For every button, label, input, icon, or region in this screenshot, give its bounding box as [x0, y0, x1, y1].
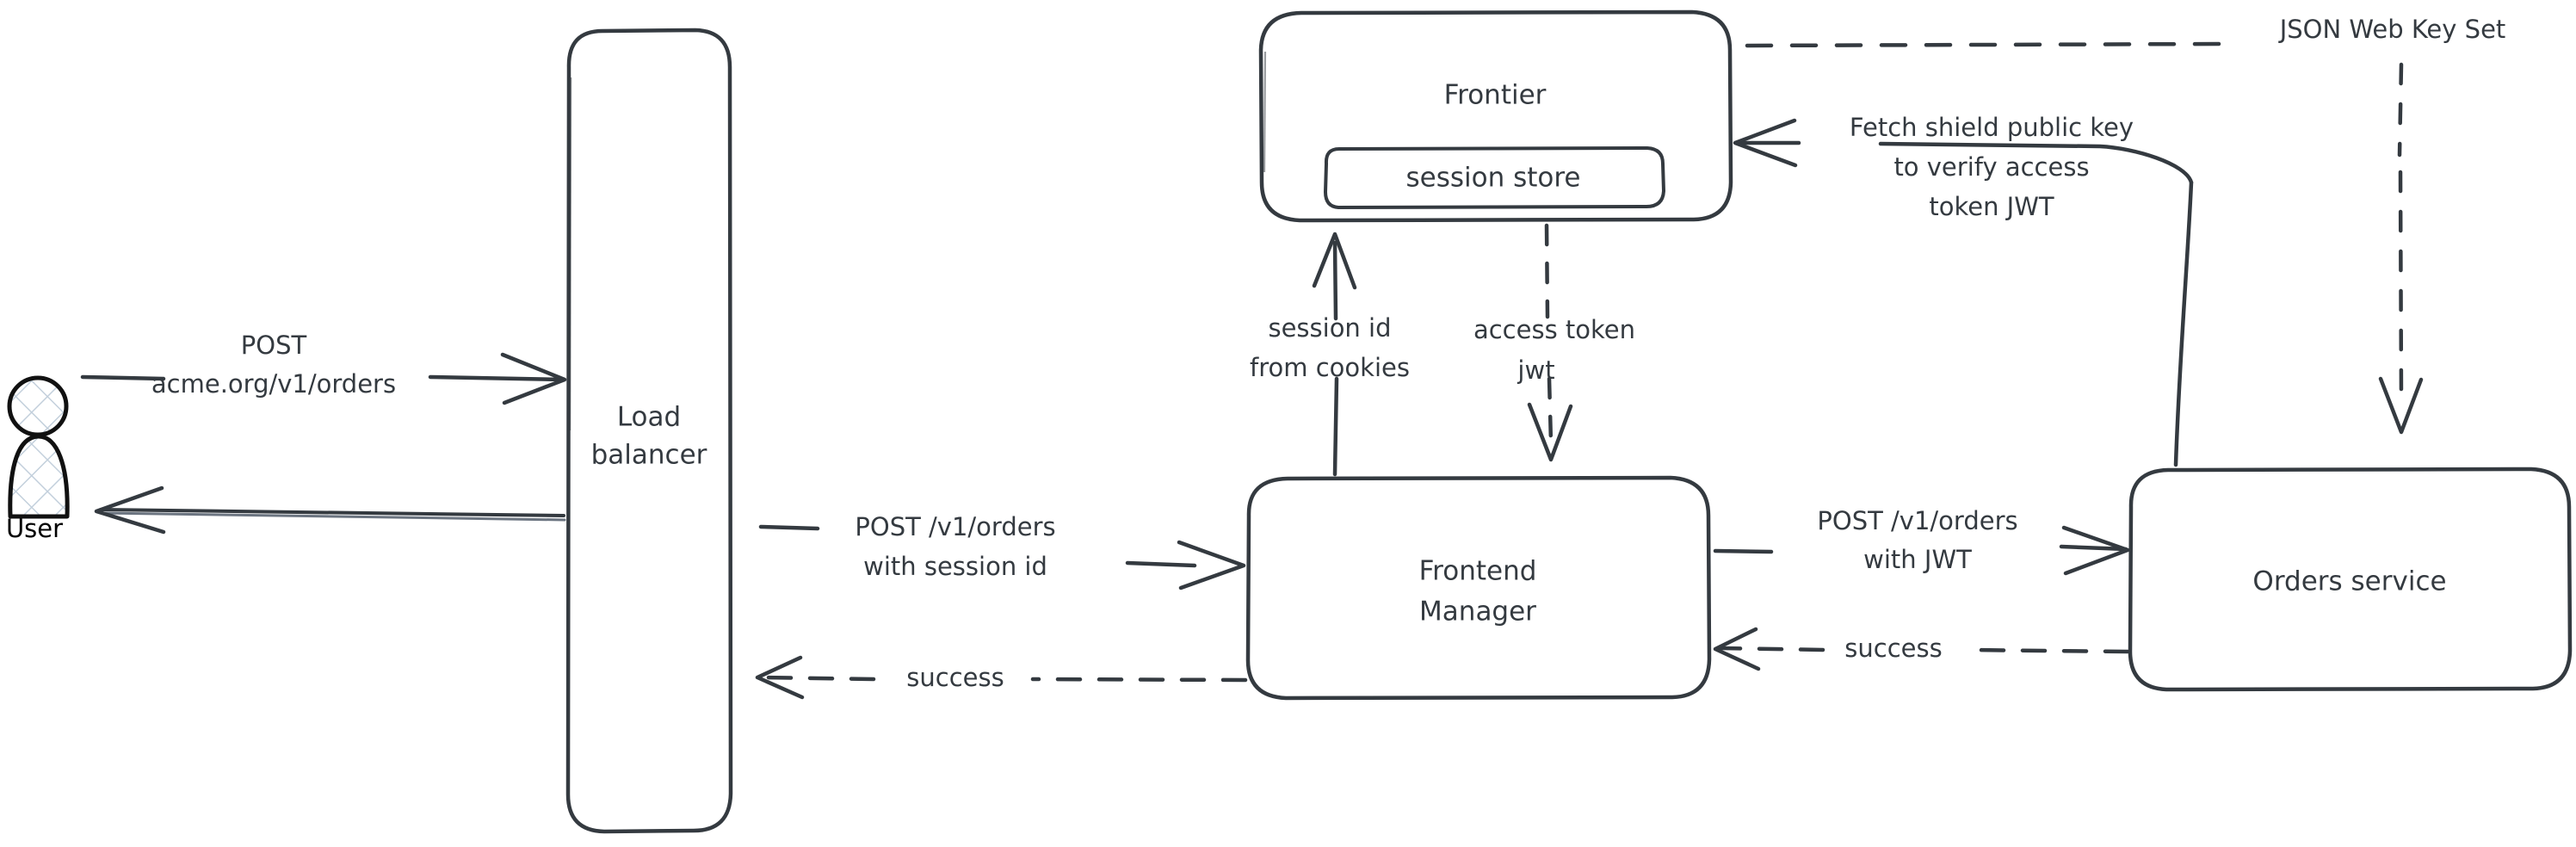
edge-label-fm-to-frontier-line2: from cookies	[1250, 353, 1410, 382]
edge-orders-service-to-frontier: Fetch shield public key to verify access…	[1733, 113, 2194, 467]
arrowhead-frontier-to-fm	[1527, 402, 1573, 462]
node-label-session-store: session store	[1405, 163, 1580, 194]
edge-label-fm-to-orders-line1: POST /v1/orders	[1817, 506, 2017, 535]
edge-frontend-manager-to-orders-service: POST /v1/orders with JWT	[1713, 506, 2130, 576]
edge-label-fetch-key-line3: token JWT	[1929, 192, 2054, 221]
edge-line-fm-to-orders-right	[2059, 544, 2128, 552]
orders-service-box	[2128, 467, 2573, 692]
load-balancer-sketch-stroke	[568, 77, 572, 431]
arrowhead-user-to-lb	[500, 352, 567, 405]
arrowhead-orders-to-fm	[1713, 627, 1761, 671]
edge-line-fm-to-lb-right	[1030, 677, 1248, 683]
edge-label-user-to-lb-line1: POST	[241, 331, 307, 360]
edge-line-jwks-vertical-lower	[2398, 170, 2404, 403]
node-label-load-balancer-line1: Load	[617, 402, 681, 433]
edge-line-fm-to-lb-left	[762, 675, 876, 682]
edge-line-fm-to-frontier-lower	[1332, 376, 1339, 477]
edge-label-fm-to-orders-line2: with JWT	[1863, 545, 1972, 574]
frontier-sketch-stroke	[1263, 51, 1267, 173]
arrowhead-fm-to-frontier	[1312, 232, 1357, 290]
edge-frontier-to-orders-service-jwks: JSON Web Key Set	[1745, 15, 2506, 435]
edge-line-fm-to-frontier-upper	[1332, 240, 1338, 321]
edge-line-frontier-to-fm-lower	[1547, 376, 1554, 445]
edge-load-balancer-to-user	[94, 485, 566, 535]
frontend-manager-box	[1245, 475, 1712, 701]
edge-label-frontier-to-fm-line2: jwt	[1517, 355, 1554, 385]
arrowhead-jwks	[2378, 376, 2424, 435]
edge-line-orders-to-fm-left	[1719, 646, 1825, 652]
node-label-frontend-manager-line1: Frontend	[1419, 556, 1537, 587]
edge-frontend-manager-to-frontier: session id from cookies	[1250, 232, 1410, 477]
edge-line-jwks-horizontal	[1745, 41, 2223, 48]
edge-line-lb-to-user-shadow	[102, 511, 566, 522]
node-label-orders-service: Orders service	[2252, 566, 2446, 597]
edge-label-orders-to-fm: success	[1844, 634, 1942, 663]
node-label-frontend-manager-line2: Manager	[1419, 597, 1536, 628]
edge-label-jwks: JSON Web Key Set	[2278, 15, 2506, 44]
node-label-load-balancer-line2: balancer	[591, 440, 707, 471]
edge-line-jwks-vertical-upper	[2397, 62, 2404, 158]
edge-frontend-manager-to-load-balancer: success	[755, 655, 1248, 700]
node-label-user: User	[6, 514, 63, 543]
edge-orders-service-to-frontend-manager: success	[1713, 627, 2130, 671]
edge-user-to-load-balancer: POST acme.org/v1/orders	[80, 331, 567, 405]
edge-line-lb-to-fm-left	[758, 524, 820, 531]
edge-line-lb-to-user	[99, 508, 565, 517]
edge-line-user-to-lb-left	[80, 374, 166, 381]
edge-label-lb-to-fm-line1: POST /v1/orders	[855, 512, 1055, 541]
session-store-box	[1324, 146, 1665, 209]
load-balancer-box	[565, 28, 733, 834]
user-body-icon	[8, 434, 70, 519]
edge-label-lb-to-fm-line2: with session id	[863, 552, 1047, 581]
edge-load-balancer-to-frontend-manager: POST /v1/orders with session id	[758, 512, 1246, 590]
edge-label-fetch-key-line1: Fetch shield public key	[1850, 113, 2134, 142]
edge-line-orders-to-fm-right	[1964, 647, 2130, 654]
node-frontier[interactable]: Frontier session store	[1258, 9, 1733, 223]
node-label-frontier: Frontier	[1444, 80, 1547, 111]
edge-label-frontier-to-fm-line1: access token	[1473, 315, 1635, 344]
arrowhead-lb-to-fm	[1177, 540, 1246, 590]
node-frontend-manager[interactable]: Frontend Manager	[1245, 475, 1712, 701]
arrowhead-orders-to-frontier	[1733, 118, 1798, 168]
node-orders-service[interactable]: Orders service	[2128, 467, 2573, 692]
arrowhead-fm-to-orders	[2061, 525, 2130, 576]
edge-line-orders-to-frontier-horizontal	[1878, 141, 2194, 185]
edge-label-user-to-lb-line2: acme.org/v1/orders	[151, 369, 396, 399]
node-user[interactable]: User	[6, 375, 70, 543]
edge-label-fetch-key-line2: to verify access	[1893, 152, 2089, 182]
edge-curve-orders-to-frontier	[2173, 180, 2194, 467]
edge-line-user-to-lb-right	[428, 374, 566, 382]
edge-label-fm-to-lb: success	[906, 663, 1004, 692]
node-session-store[interactable]: session store	[1324, 146, 1665, 209]
node-load-balancer[interactable]: Load balancer	[565, 28, 733, 834]
edge-line-lb-to-fm-right	[1125, 560, 1197, 568]
user-head-icon	[7, 375, 69, 437]
arrowhead-lb-to-user	[94, 485, 166, 535]
arrowhead-fm-to-lb	[755, 655, 805, 700]
edge-frontier-to-frontend-manager: access token jwt	[1473, 223, 1635, 462]
edge-label-fm-to-frontier-line1: session id	[1268, 313, 1391, 343]
edge-line-fm-to-orders-left	[1713, 548, 1774, 554]
